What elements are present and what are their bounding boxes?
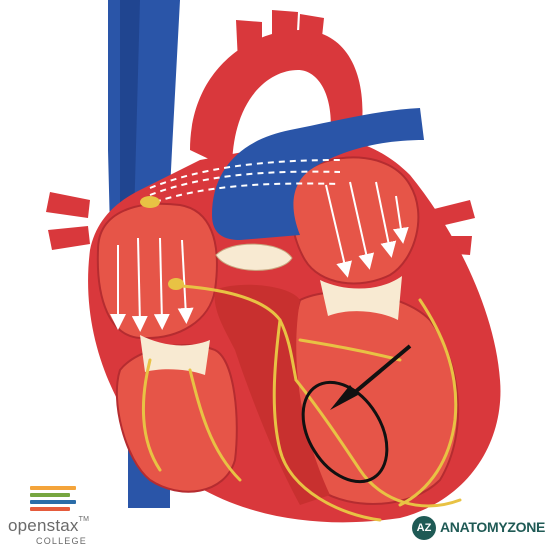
anatomyzone-wordmark: ANATOMYZONE [440, 519, 545, 535]
openstax-college-label: COLLEGE [36, 536, 87, 546]
right-atrium [98, 204, 217, 338]
openstax-logo: openstaxTM COLLEGE [8, 486, 118, 542]
anatomyzone-badge-icon: AZ [412, 516, 436, 540]
sa-node [140, 196, 160, 208]
av-node [168, 278, 184, 290]
openstax-wordmark: openstaxTM [8, 516, 89, 536]
pulmonary-veins-left [46, 192, 90, 250]
openstax-bars-icon [30, 486, 76, 514]
anatomyzone-logo: AZ ANATOMYZONE [412, 516, 548, 540]
